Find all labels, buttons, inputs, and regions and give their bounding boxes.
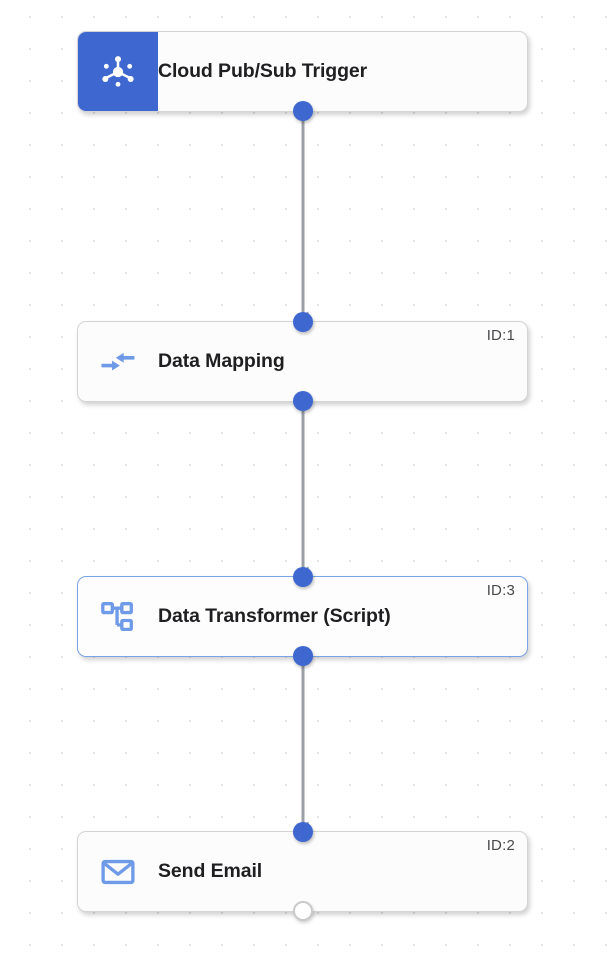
node-input-port[interactable] [292, 822, 313, 842]
schema-hierarchy-icon [78, 598, 158, 636]
node-output-port[interactable] [292, 901, 313, 921]
node-id-badge: ID:3 [486, 582, 515, 599]
node-data-mapping[interactable]: Data Mapping ID:1 [77, 312, 528, 411]
node-label: Data Mapping [158, 350, 285, 372]
node-output-port[interactable] [292, 391, 313, 411]
pubsub-hub-icon [78, 32, 158, 111]
node-id-badge: ID:2 [486, 837, 515, 854]
envelope-icon [78, 853, 158, 891]
node-id-badge: ID:1 [486, 327, 515, 344]
node-output-port[interactable] [292, 101, 313, 121]
node-input-port[interactable] [292, 567, 313, 587]
node-data-transformer-script[interactable]: Data Transformer (Script) ID:3 [77, 567, 528, 666]
merge-arrows-icon [78, 343, 158, 381]
node-cloud-pubsub-trigger[interactable]: Cloud Pub/Sub Trigger [77, 31, 528, 121]
node-label: Data Transformer (Script) [158, 605, 391, 627]
node-send-email[interactable]: Send Email ID:2 [77, 822, 528, 921]
node-label: Cloud Pub/Sub Trigger [158, 60, 368, 82]
node-output-port[interactable] [292, 646, 313, 666]
node-label: Send Email [158, 860, 263, 882]
node-input-port[interactable] [292, 312, 313, 332]
